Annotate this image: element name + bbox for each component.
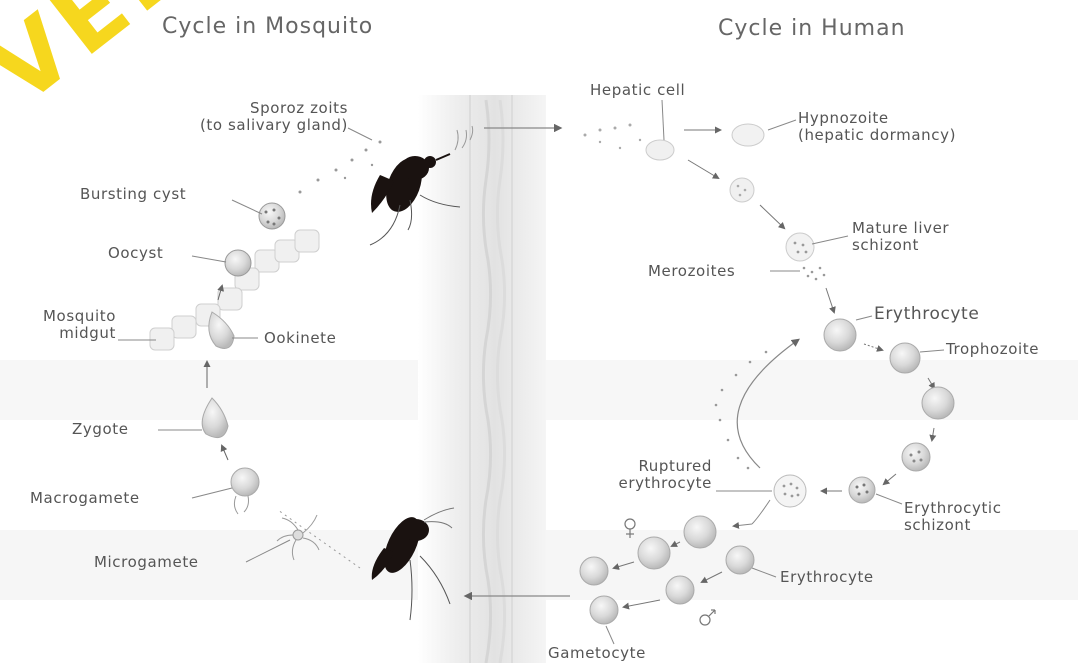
- ruptured-erythrocyte-cell: [774, 475, 806, 507]
- mosquito-cycle-title: Cycle in Mosquito: [162, 14, 373, 39]
- hypnozoite-label: Hypnozoite (hepatic dormancy): [798, 110, 956, 144]
- schizont-cell: [902, 443, 930, 471]
- hypnozoite: [732, 124, 764, 146]
- gametocyte-label: Gametocyte: [548, 645, 646, 662]
- ookinete: [209, 312, 234, 348]
- midgut-label-line2: midgut: [4, 325, 116, 342]
- hepatic-cell: [646, 140, 674, 160]
- mosquito-midgut-label: Mosquito midgut: [4, 308, 116, 342]
- sporozoits-label: Sporoz zoits (to salivary gland): [168, 100, 348, 134]
- mature-liver-schizont: [786, 233, 814, 261]
- mature-schizont-label-line2: schizont: [852, 237, 949, 254]
- sporozoits-label-line2: (to salivary gland): [168, 117, 348, 134]
- ruptured-label-line1: Ruptured: [560, 458, 712, 475]
- sporozoits-label-line1: Sporoz zoits: [168, 100, 348, 117]
- male-gamete-cell: [590, 596, 618, 624]
- mature-schizont-label-line1: Mature liver: [852, 220, 949, 237]
- oocyst-label: Oocyst: [108, 245, 163, 262]
- gametocyte-cell: [726, 546, 754, 574]
- midgut-label-line1: Mosquito: [4, 308, 116, 325]
- bursting-cyst-label: Bursting cyst: [80, 186, 186, 203]
- mature-liver-schizont-label: Mature liver schizont: [852, 220, 949, 254]
- merozoites: [803, 267, 826, 281]
- female-gamete-cell: [580, 557, 608, 585]
- erythrocytic-schizont-label-line1: Erythrocytic: [904, 500, 1002, 517]
- macrogamete: [231, 468, 259, 496]
- oocyst: [225, 250, 251, 276]
- ruptured-label-line2: erythrocyte: [560, 475, 712, 492]
- hypnozoite-label-line2: (hepatic dormancy): [798, 127, 956, 144]
- hepatic-cell-label: Hepatic cell: [590, 82, 685, 99]
- erythrocytic-schizont-label-line2: schizont: [904, 517, 1002, 534]
- erythrocyte-top-label: Erythrocyte: [874, 306, 979, 323]
- sporozoite-dots: [299, 141, 382, 194]
- bursting-cyst: [259, 203, 285, 229]
- human-cycle-title: Cycle in Human: [718, 16, 906, 41]
- microgamete-label: Microgamete: [94, 554, 199, 571]
- sporozoite-entry-dots: [584, 124, 642, 150]
- developing-schizont: [730, 178, 754, 202]
- erythrocytic-schizont-cell: [849, 477, 875, 503]
- trophozoite-label: Trophozoite: [946, 341, 1039, 358]
- hypnozoite-label-line1: Hypnozoite: [798, 110, 956, 127]
- erythrocyte-bottom-label: Erythrocyte: [780, 569, 874, 586]
- merozoites-label: Merozoites: [648, 263, 735, 280]
- growing-trophozoite-cell: [922, 387, 954, 419]
- ookinete-label: Ookinete: [264, 330, 336, 347]
- male-gametocyte-cell: [666, 576, 694, 604]
- ruptured-erythrocyte-label: Ruptured erythrocyte: [560, 458, 712, 492]
- zygote-label: Zygote: [72, 421, 129, 438]
- erythrocyte-cell: [824, 319, 856, 351]
- gametocyte-cell: [684, 516, 716, 548]
- male-symbol-icon: [700, 610, 715, 625]
- trophozoite-cell: [890, 343, 920, 373]
- erythrocytic-schizont-label: Erythrocytic schizont: [904, 500, 1002, 534]
- female-gametocyte-cell: [638, 537, 670, 569]
- macrogamete-label: Macrogamete: [30, 490, 140, 507]
